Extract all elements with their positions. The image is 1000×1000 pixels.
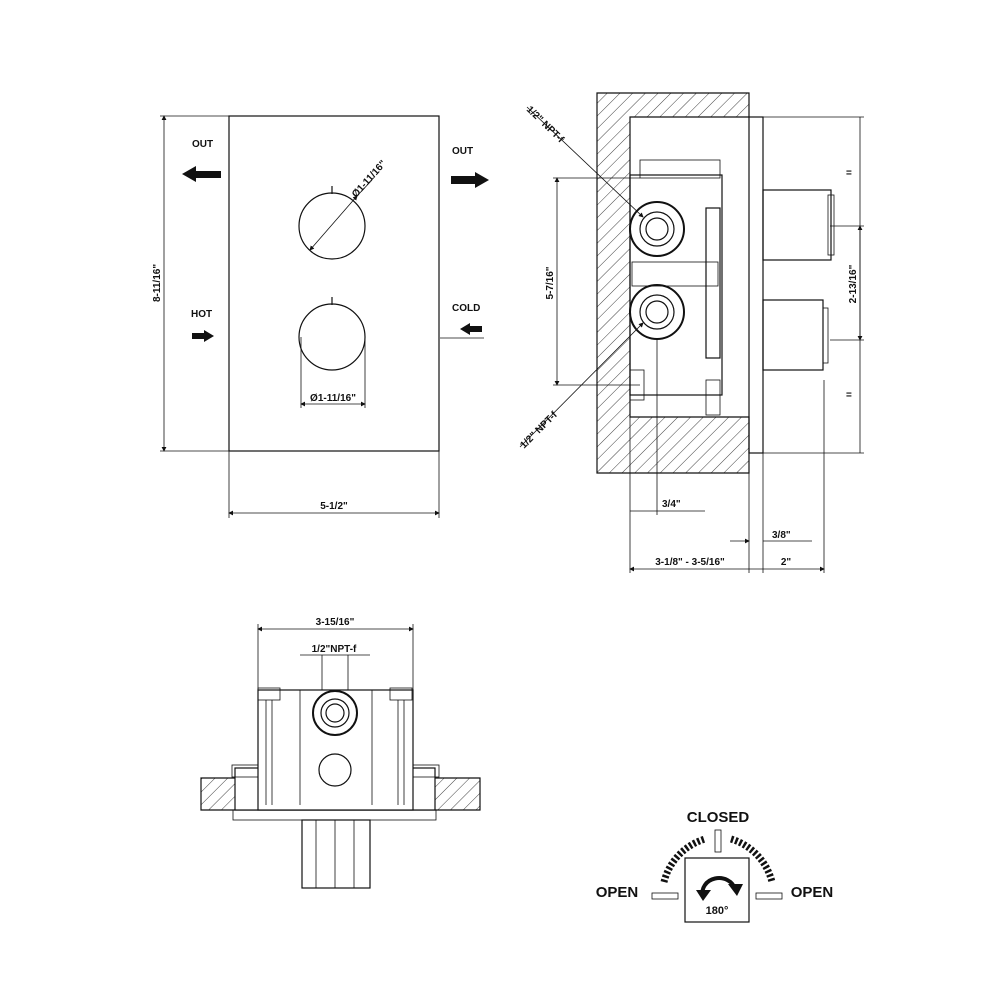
side-cover-plate (748, 116, 764, 454)
dim-5-7-16-label: 5-7/16" (545, 266, 556, 299)
top-view: 3-15/16" 1/2"NPT-f (200, 617, 481, 889)
top-knob: Ø1-11/16" (298, 158, 389, 260)
dim-3-8-label: 3/8" (772, 530, 791, 541)
width-dimension-label: 5-1/2" (320, 501, 348, 512)
handle-square (684, 857, 750, 923)
out-right-label: OUT (452, 146, 473, 157)
cold-arrow-icon (460, 323, 482, 335)
cover-plate (228, 115, 440, 452)
wall-section (596, 92, 750, 474)
angle-label: 180° (706, 905, 729, 917)
hot-arrow-icon (192, 330, 214, 342)
right-arc-indicator (729, 835, 776, 883)
top-width-label: 3-15/16" (316, 617, 355, 628)
top-npt-label: 1/2"NPT-f (312, 644, 357, 655)
npt-bottom-label: 1/2" NPT-f (518, 409, 560, 451)
height-dimension-label: 8-11/16" (152, 264, 163, 302)
top-port (629, 201, 685, 257)
knob-bottom-diameter-label: Ø1-11/16" (310, 393, 356, 404)
hot-label: HOT (191, 309, 212, 320)
closed-label: CLOSED (687, 809, 750, 826)
top-view-port (312, 690, 358, 736)
dim-3-4-label: 3/4" (662, 499, 681, 510)
front-view: Ø1-11/16" Ø1-11/16" OUT OUT HOT COLD (152, 115, 489, 518)
svg-text:=: = (846, 390, 852, 401)
dim-depth-label: 3-1/8" - 3-5/16" (655, 557, 725, 568)
out-left-arrow-icon (182, 166, 221, 182)
bottom-handle (762, 299, 824, 371)
open-right-label: OPEN (791, 884, 834, 901)
top-view-stem (301, 819, 371, 889)
dim-2-label: 2" (781, 557, 792, 568)
bottom-knob: Ø1-11/16" (298, 297, 366, 408)
top-valve-body (257, 689, 414, 811)
top-handle (762, 189, 832, 261)
open-left-label: OPEN (596, 884, 639, 901)
npt-top-label: 1/2" NPT-f (524, 104, 566, 145)
rotation-diagram: CLOSED OPEN OPEN 180° (596, 809, 834, 923)
side-view: 1/2" NPT-f 1/2" NPT-f 5-7/16" 2-13/16" =… (518, 92, 864, 573)
left-arc-indicator (660, 835, 707, 883)
dim-2-13-16-label: 2-13/16" (848, 264, 859, 303)
cold-label: COLD (452, 303, 480, 314)
bottom-port (629, 284, 685, 340)
svg-text:=: = (846, 168, 852, 179)
out-right-arrow-icon (451, 172, 489, 188)
out-left-label: OUT (192, 139, 213, 150)
valve-body (629, 174, 723, 396)
knob-top-diameter-label: Ø1-11/16" (350, 158, 389, 200)
